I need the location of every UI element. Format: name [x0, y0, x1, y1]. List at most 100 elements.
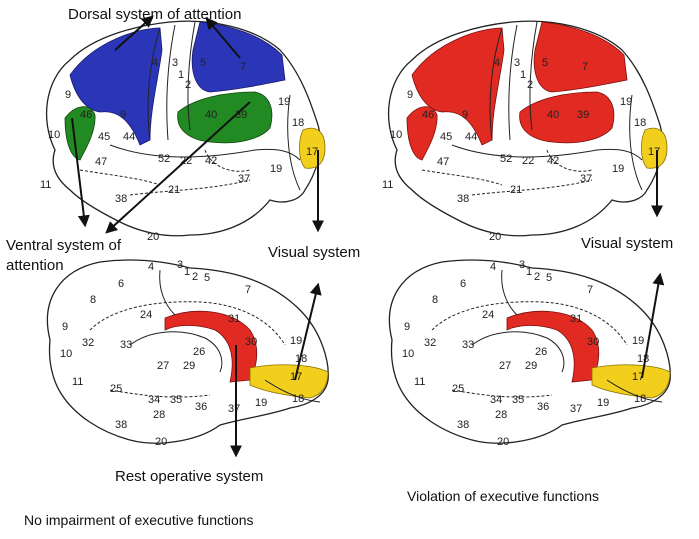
- svg-text:35: 35: [512, 394, 524, 406]
- svg-text:9: 9: [407, 89, 413, 101]
- svg-text:38: 38: [457, 419, 469, 431]
- svg-text:18: 18: [637, 353, 649, 365]
- rest-operative-system-label: Rest operative system: [115, 468, 263, 485]
- svg-text:36: 36: [537, 401, 549, 413]
- svg-text:4: 4: [148, 261, 154, 273]
- visual-system-label-left: Visual system: [268, 244, 360, 261]
- svg-text:11: 11: [72, 376, 83, 388]
- svg-text:47: 47: [437, 156, 449, 168]
- svg-text:5: 5: [542, 57, 548, 69]
- svg-text:40: 40: [547, 109, 559, 121]
- svg-text:5: 5: [200, 57, 206, 69]
- svg-text:32: 32: [82, 337, 94, 349]
- svg-text:6: 6: [460, 278, 466, 290]
- svg-text:2: 2: [527, 79, 533, 91]
- svg-text:1: 1: [184, 266, 190, 278]
- svg-text:20: 20: [155, 436, 167, 448]
- svg-text:30: 30: [245, 336, 257, 348]
- svg-text:9: 9: [62, 321, 68, 333]
- svg-text:7: 7: [240, 61, 246, 73]
- svg-text:27: 27: [157, 360, 169, 372]
- svg-text:42: 42: [205, 155, 217, 167]
- svg-text:32: 32: [424, 337, 436, 349]
- svg-text:9: 9: [404, 321, 410, 333]
- svg-text:33: 33: [462, 339, 474, 351]
- svg-text:11: 11: [414, 376, 425, 388]
- svg-text:34: 34: [148, 394, 160, 406]
- svg-text:52: 52: [158, 153, 170, 165]
- svg-text:20: 20: [497, 436, 509, 448]
- svg-text:2: 2: [185, 79, 191, 91]
- svg-text:19: 19: [255, 397, 267, 409]
- svg-text:28: 28: [495, 409, 507, 421]
- svg-text:45: 45: [440, 131, 452, 143]
- svg-text:1: 1: [178, 69, 184, 81]
- svg-text:11: 11: [382, 179, 393, 191]
- svg-text:10: 10: [60, 348, 72, 360]
- svg-text:52: 52: [500, 153, 512, 165]
- svg-text:35: 35: [170, 394, 182, 406]
- svg-text:37: 37: [580, 173, 592, 185]
- svg-text:17: 17: [306, 146, 318, 158]
- svg-text:28: 28: [153, 409, 165, 421]
- svg-text:4: 4: [494, 57, 500, 69]
- svg-text:18: 18: [292, 117, 304, 129]
- svg-text:18: 18: [634, 393, 646, 405]
- svg-text:46: 46: [422, 109, 434, 121]
- svg-text:38: 38: [115, 193, 127, 205]
- svg-text:44: 44: [465, 131, 477, 143]
- svg-text:19: 19: [290, 335, 302, 347]
- svg-text:38: 38: [115, 419, 127, 431]
- svg-text:3: 3: [177, 259, 183, 271]
- svg-text:21: 21: [510, 184, 522, 196]
- svg-text:44: 44: [123, 131, 135, 143]
- svg-text:2: 2: [192, 271, 198, 283]
- svg-text:3: 3: [172, 57, 178, 69]
- svg-text:29: 29: [525, 360, 537, 372]
- svg-text:19: 19: [620, 96, 632, 108]
- svg-text:4: 4: [152, 57, 158, 69]
- svg-text:9: 9: [462, 109, 468, 121]
- svg-text:37: 37: [228, 403, 240, 415]
- svg-text:31: 31: [570, 313, 582, 325]
- svg-text:26: 26: [193, 346, 205, 358]
- svg-text:3: 3: [514, 57, 520, 69]
- svg-text:5: 5: [204, 272, 210, 284]
- svg-text:7: 7: [587, 284, 593, 296]
- svg-text:30: 30: [587, 336, 599, 348]
- svg-text:19: 19: [612, 163, 624, 175]
- svg-text:18: 18: [634, 117, 646, 129]
- svg-text:9: 9: [65, 89, 71, 101]
- svg-text:36: 36: [195, 401, 207, 413]
- svg-text:37: 37: [238, 173, 250, 185]
- svg-text:24: 24: [482, 309, 494, 321]
- svg-text:40: 40: [205, 109, 217, 121]
- svg-text:38: 38: [457, 193, 469, 205]
- svg-text:33: 33: [120, 339, 132, 351]
- ventral-system-label-line2: attention: [6, 257, 64, 274]
- ventral-system-label-line1: Ventral system of: [6, 237, 121, 254]
- svg-text:1: 1: [520, 69, 526, 81]
- svg-text:26: 26: [535, 346, 547, 358]
- no-impairment-label: No impairment of executive functions: [24, 512, 254, 528]
- svg-text:3: 3: [519, 259, 525, 271]
- svg-text:5: 5: [546, 272, 552, 284]
- svg-text:45: 45: [98, 131, 110, 143]
- svg-text:8: 8: [90, 294, 96, 306]
- svg-text:24: 24: [140, 309, 152, 321]
- svg-text:22: 22: [522, 155, 534, 167]
- svg-text:17: 17: [648, 146, 660, 158]
- svg-text:25: 25: [452, 383, 464, 395]
- visual-system-label-right: Visual system: [581, 235, 673, 252]
- svg-text:7: 7: [582, 61, 588, 73]
- svg-text:2: 2: [534, 271, 540, 283]
- dorsal-system-label: Dorsal system of attention: [68, 6, 241, 23]
- svg-text:18: 18: [292, 393, 304, 405]
- svg-text:37: 37: [570, 403, 582, 415]
- svg-text:11: 11: [40, 179, 51, 191]
- svg-text:10: 10: [390, 129, 402, 141]
